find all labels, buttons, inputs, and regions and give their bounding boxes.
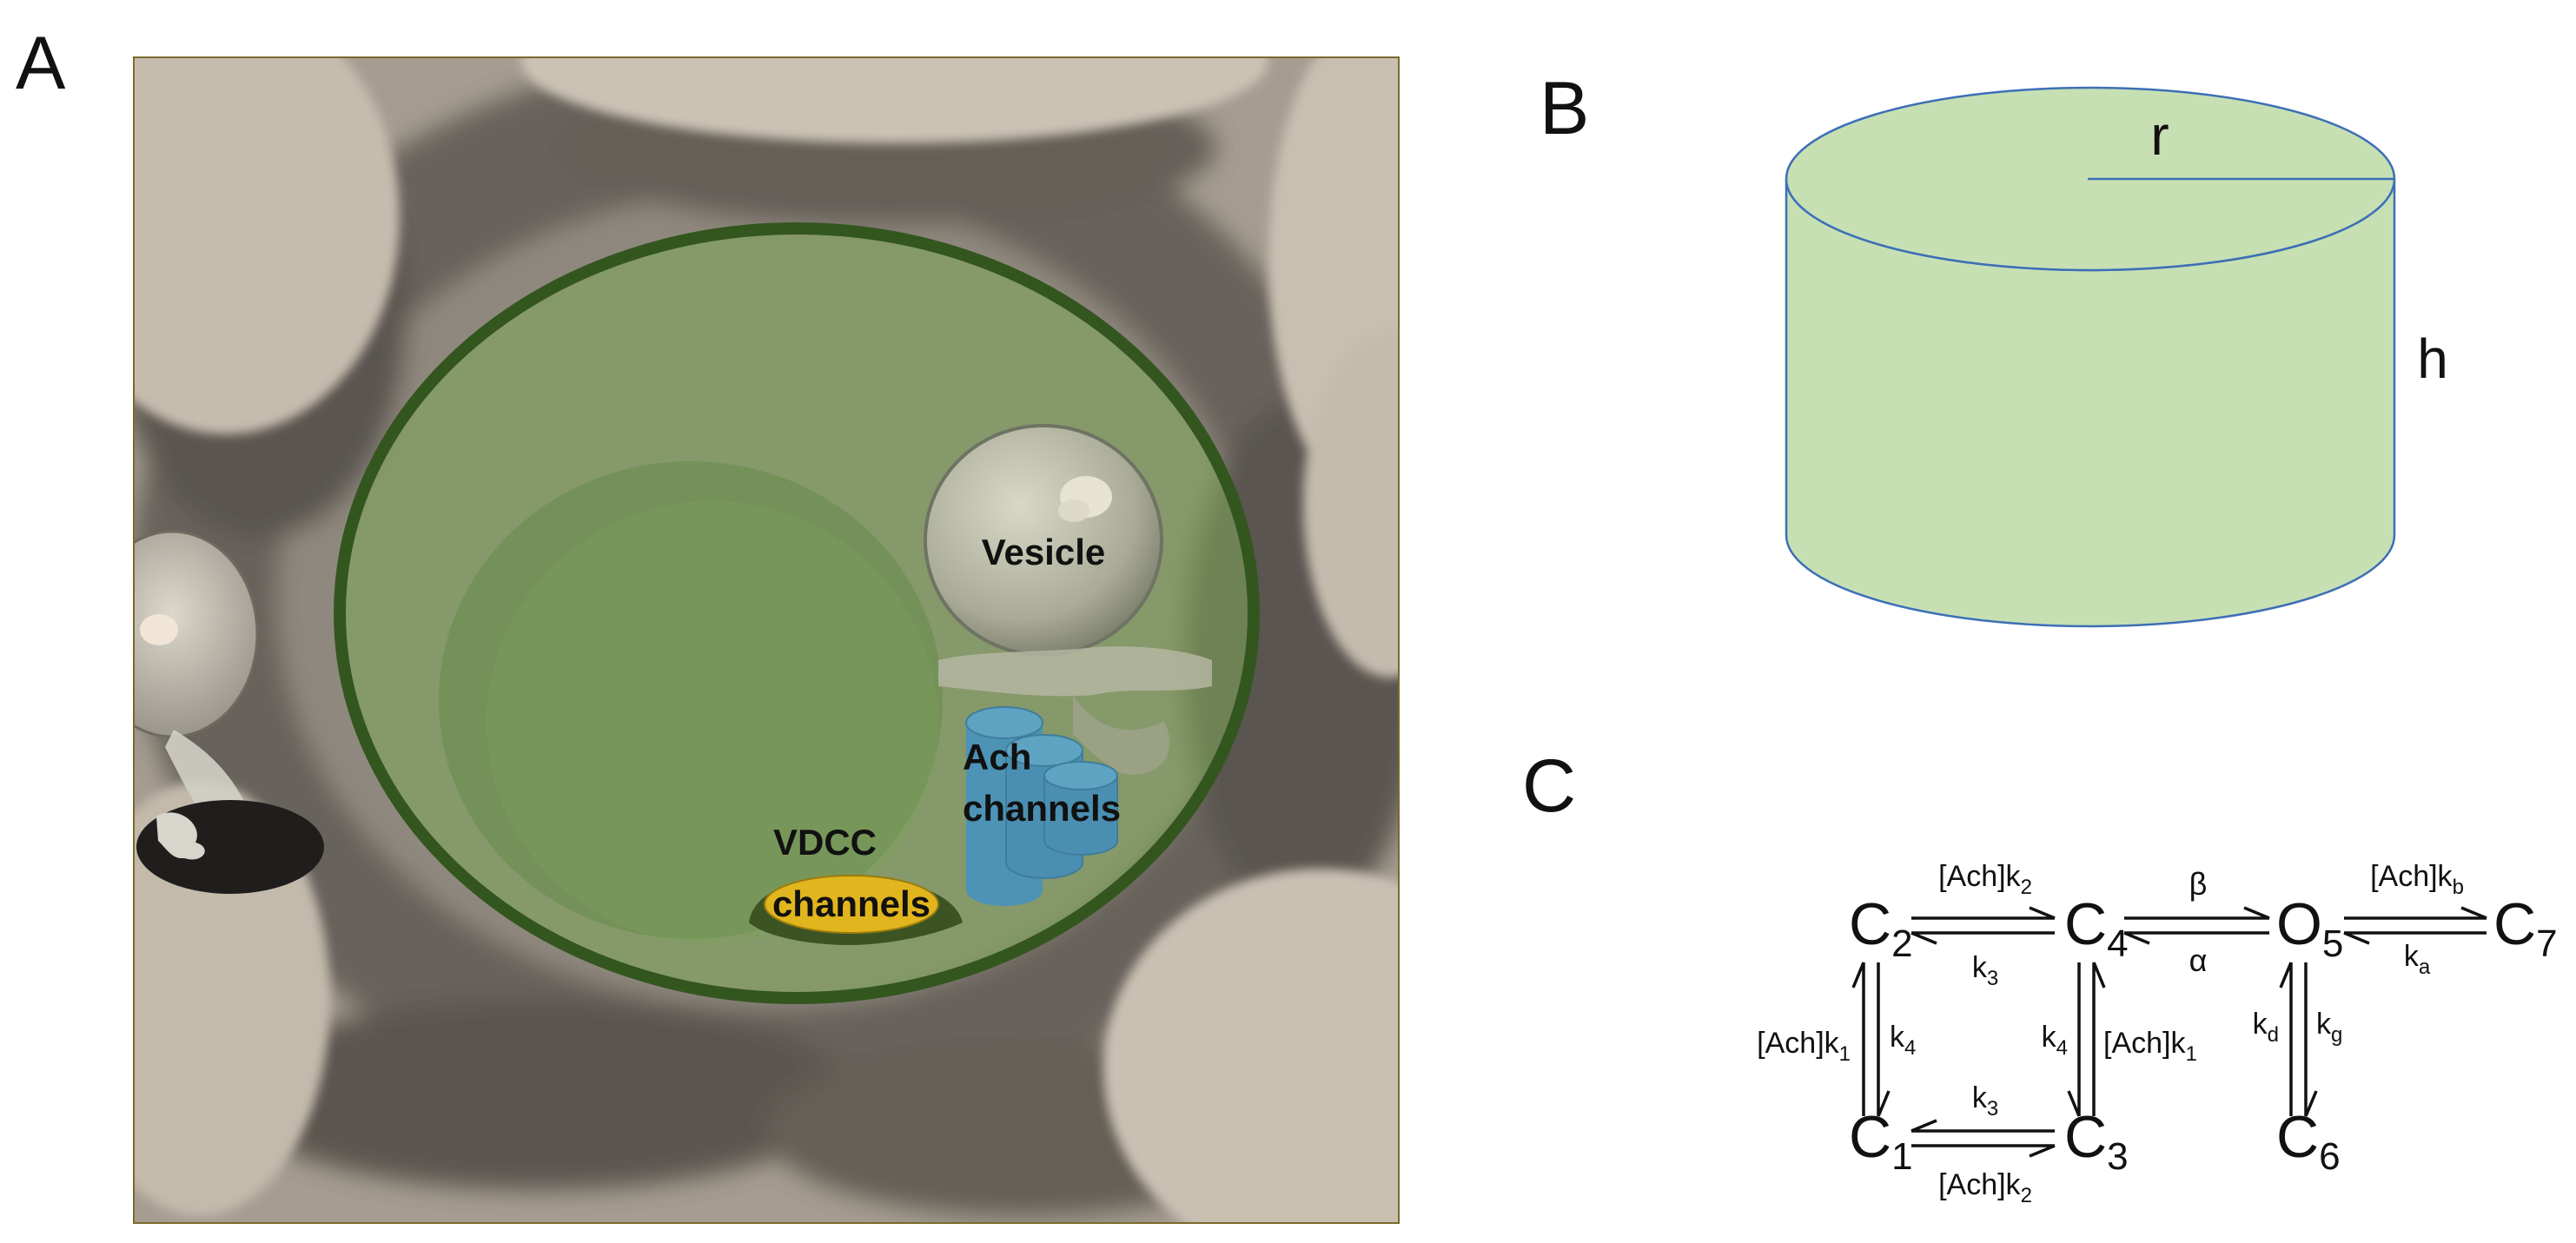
micrograph-panel: Vesicle Ach channels VDCC channels [134, 57, 1399, 1223]
rate-c2-c4-forward: [Ach]k2 [1938, 860, 2032, 899]
rate-c4-c3-down: k4 [2042, 1021, 2068, 1060]
vdcc-channels [764, 875, 939, 934]
rate-c4-o5-forward: β [2189, 866, 2208, 902]
rate-c2-c1-down: k4 [1890, 1021, 1916, 1060]
rate-o5-c7-reverse: ka [2404, 940, 2431, 979]
height-label: h [2417, 327, 2448, 390]
ach-label-line1: Ach [963, 737, 1031, 777]
vesicle-label: Vesicle [982, 532, 1105, 572]
terminal-inner-compartment [439, 461, 943, 939]
radius-label: r [2150, 104, 2169, 167]
kinetic-scheme: C2 C4 O5 C7 C1 C3 C6 [1757, 860, 2557, 1207]
panel-letter-c: C [1522, 744, 1577, 828]
fusion-machinery [938, 646, 1212, 697]
rate-o5-c6-down: kg [2316, 1008, 2342, 1047]
state-c6: C6 [2276, 1104, 2341, 1178]
transition-arrows [1851, 906, 2487, 1158]
rate-c1-c2-up: [Ach]k1 [1757, 1027, 1851, 1066]
vdcc-label-line1: VDCC [773, 822, 877, 863]
terminal-outline [334, 222, 1260, 1004]
cylinder-diagram: r h [1785, 86, 2448, 628]
rate-c3-c4-up: [Ach]k1 [2103, 1027, 2197, 1066]
panel-letter-b: B [1540, 67, 1590, 150]
neighbor-vesicle-core [140, 614, 178, 645]
ach-channels [965, 706, 1118, 906]
state-c1: C1 [1849, 1104, 1913, 1178]
state-c7: C7 [2493, 891, 2558, 965]
rate-c1-c3-bottom: [Ach]k2 [1938, 1168, 2032, 1207]
rate-o5-c6-up: kd [2253, 1008, 2279, 1047]
vdcc-label-line2: channels [772, 883, 930, 924]
state-c2: C2 [1849, 891, 1913, 965]
micrograph-frame [133, 56, 1400, 1224]
ach-label-line2: channels [963, 788, 1121, 829]
state-c3: C3 [2064, 1104, 2129, 1178]
rate-c3-c1-top: k3 [1972, 1081, 1998, 1121]
state-o5: O5 [2276, 891, 2343, 965]
rate-c2-c4-reverse: k3 [1972, 951, 1998, 990]
panel-letter-a: A [16, 22, 66, 105]
rate-o5-c7-forward: [Ach]kb [2370, 860, 2464, 899]
rate-c4-o5-reverse: α [2189, 942, 2208, 978]
state-c4: C4 [2064, 891, 2129, 965]
